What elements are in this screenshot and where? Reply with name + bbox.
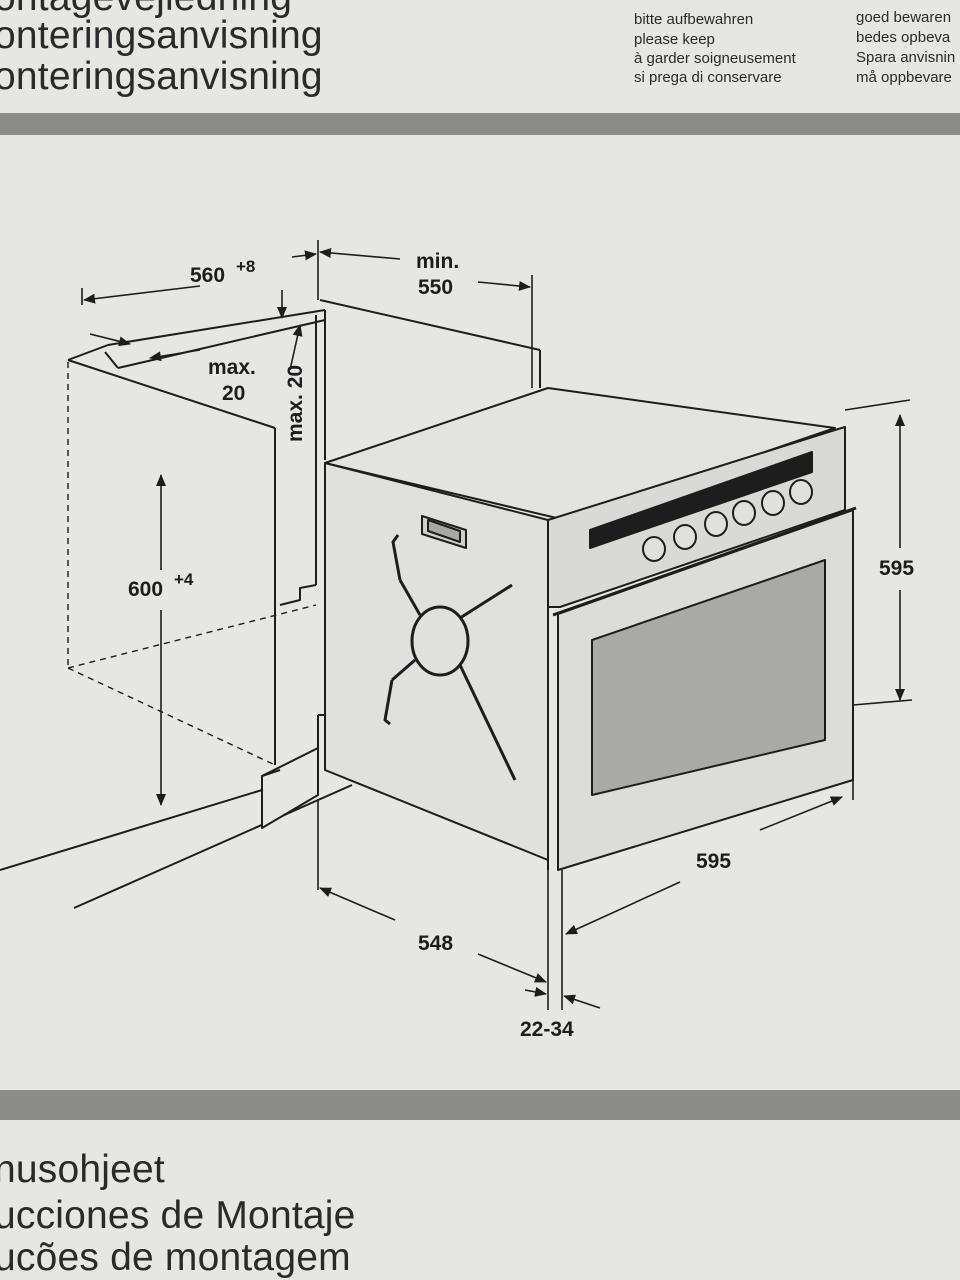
dim-min-label: min. (416, 250, 459, 273)
manual-title-line-1: ontagevejledning (0, 0, 292, 18)
keep-note-fr: à garder soigneusement (634, 50, 796, 67)
manual-title-line-2: onteringsanvisning (0, 14, 323, 57)
dim-cabinet-height: 600 (128, 578, 163, 601)
oven (318, 387, 857, 871)
footer-title-line-3: ucões de montagem (0, 1236, 351, 1279)
keep-note-no: må oppbevare (856, 69, 952, 86)
keep-note-en: please keep (634, 31, 715, 48)
keep-note-nl: goed bewaren (856, 9, 952, 26)
dim-max-front-label: max. (208, 356, 256, 379)
dim-oven-height: 595 (879, 557, 914, 580)
control-knobs (642, 479, 813, 562)
dim-max-front-value: 20 (222, 382, 245, 405)
manual-title-line-3: onteringsanvisning (0, 55, 323, 98)
footer-title-line-1: nusohjeet (0, 1148, 165, 1191)
keep-note-it: si prega di conservare (634, 69, 782, 86)
dim-cabinet-depth-tolerance: +8 (236, 257, 255, 276)
floor-and-plinth (0, 715, 353, 909)
cabinet-hidden-edges (67, 362, 317, 766)
dim-min-value: 550 (418, 276, 453, 299)
dim-cabinet-height-tolerance: +4 (174, 570, 194, 589)
oven-rack (383, 534, 517, 781)
bottom-divider-band (0, 1090, 960, 1120)
keep-note-da: bedes opbeva (856, 29, 951, 46)
keep-note-sv: Spara anvisnin (856, 49, 956, 66)
footer-title-line-2: ucciones de Montaje (0, 1194, 356, 1237)
dim-cabinet-depth: 560 (190, 264, 225, 287)
dim-front-offset: 22-34 (520, 1018, 574, 1041)
dim-oven-depth: 548 (418, 932, 453, 955)
dim-oven-width: 595 (696, 850, 731, 873)
top-divider-band (0, 113, 960, 135)
dim-max-top: max. 20 (284, 365, 307, 442)
keep-note-de: bitte aufbewahren (634, 11, 754, 28)
